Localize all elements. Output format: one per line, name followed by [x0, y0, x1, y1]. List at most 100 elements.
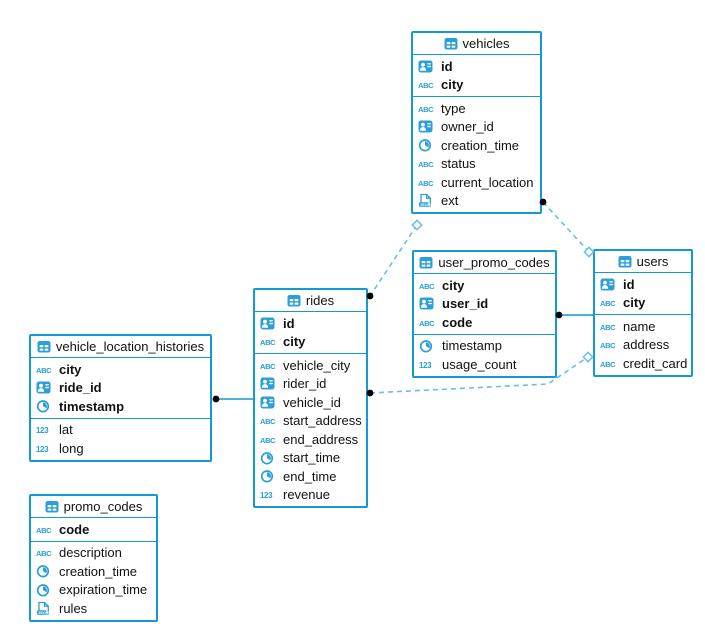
table-header[interactable]: users [595, 251, 691, 273]
svg-text:123: 123 [419, 361, 432, 370]
table-title: rides [305, 293, 335, 308]
table-header[interactable]: vehicle_location_histories [31, 336, 210, 358]
table-header[interactable]: promo_codes [31, 496, 156, 518]
column-row-start_time[interactable]: start_time [255, 449, 366, 468]
svg-text:ABC: ABC [260, 338, 276, 347]
column-label: code [59, 521, 90, 537]
table-header[interactable]: user_promo_codes [414, 252, 555, 274]
timestamp-icon [260, 469, 278, 483]
string-icon: ABC [36, 547, 54, 558]
column-row-lat[interactable]: 123 lat [31, 421, 210, 440]
column-row-timestamp[interactable]: timestamp [414, 337, 555, 356]
svg-text:ABC: ABC [600, 323, 616, 332]
column-row-user_id[interactable]: user_id [414, 295, 555, 314]
column-row-creation_time[interactable]: creation_time [413, 136, 540, 155]
table-title: promo_codes [63, 499, 143, 514]
column-row-vehicle_id[interactable]: vehicle_id [255, 393, 366, 412]
relationship-dot-endpoint [212, 395, 220, 403]
column-label: name [623, 318, 656, 334]
uuid-icon [260, 396, 278, 409]
column-label: creation_time [59, 563, 138, 579]
number-icon: 123 [36, 443, 54, 454]
column-row-rider_id[interactable]: rider_id [255, 375, 366, 394]
svg-text:ABC: ABC [418, 160, 434, 169]
column-row-name[interactable]: ABC name [595, 317, 691, 336]
string-icon: ABC [600, 339, 618, 350]
timestamp-icon [36, 583, 54, 597]
column-row-id[interactable]: id [595, 275, 691, 294]
string-icon: ABC [418, 79, 436, 90]
string-icon: ABC [419, 280, 437, 291]
table-header[interactable]: vehicles [413, 33, 540, 55]
timestamp-icon [418, 138, 436, 152]
column-label: user_id [442, 296, 489, 312]
string-icon: ABC [600, 358, 618, 369]
column-label: id [441, 58, 453, 74]
relationship-line-vehicles-rides[interactable] [369, 224, 418, 297]
column-row-expiration_time[interactable]: expiration_time [31, 581, 156, 600]
table-header[interactable]: rides [255, 290, 366, 312]
json-icon: JSON [36, 601, 54, 616]
column-row-code[interactable]: ABC code [31, 520, 156, 539]
column-row-id[interactable]: id [255, 314, 366, 333]
uuid-icon [600, 278, 618, 291]
column-label: description [59, 545, 122, 561]
number-icon: 123 [36, 424, 54, 435]
svg-text:ABC: ABC [260, 362, 276, 371]
column-label: lat [59, 422, 73, 438]
svg-text:ABC: ABC [418, 81, 434, 90]
uuid-icon [418, 120, 436, 133]
string-icon: ABC [36, 524, 54, 535]
column-row-timestamp[interactable]: timestamp [31, 397, 210, 416]
column-row-id[interactable]: id [413, 57, 540, 76]
column-row-end_time[interactable]: end_time [255, 467, 366, 486]
uuid-icon [419, 297, 437, 310]
column-row-owner_id[interactable]: owner_id [413, 118, 540, 137]
column-label: ride_id [59, 380, 102, 396]
relationship-line-vehicles-users[interactable] [542, 201, 590, 253]
timestamp-icon [260, 451, 278, 465]
column-label: id [623, 276, 635, 292]
table-icon [37, 340, 51, 353]
table-icon [45, 500, 59, 513]
svg-text:ABC: ABC [418, 105, 434, 114]
column-label: current_location [441, 174, 534, 190]
svg-text:123: 123 [260, 491, 273, 500]
column-label: start_address [283, 413, 362, 429]
column-row-ride_id[interactable]: ride_id [31, 379, 210, 398]
column-row-creation_time[interactable]: creation_time [31, 562, 156, 581]
svg-text:ABC: ABC [36, 549, 52, 558]
column-row-description[interactable]: ABC description [31, 544, 156, 563]
svg-text:JSON: JSON [420, 202, 431, 207]
